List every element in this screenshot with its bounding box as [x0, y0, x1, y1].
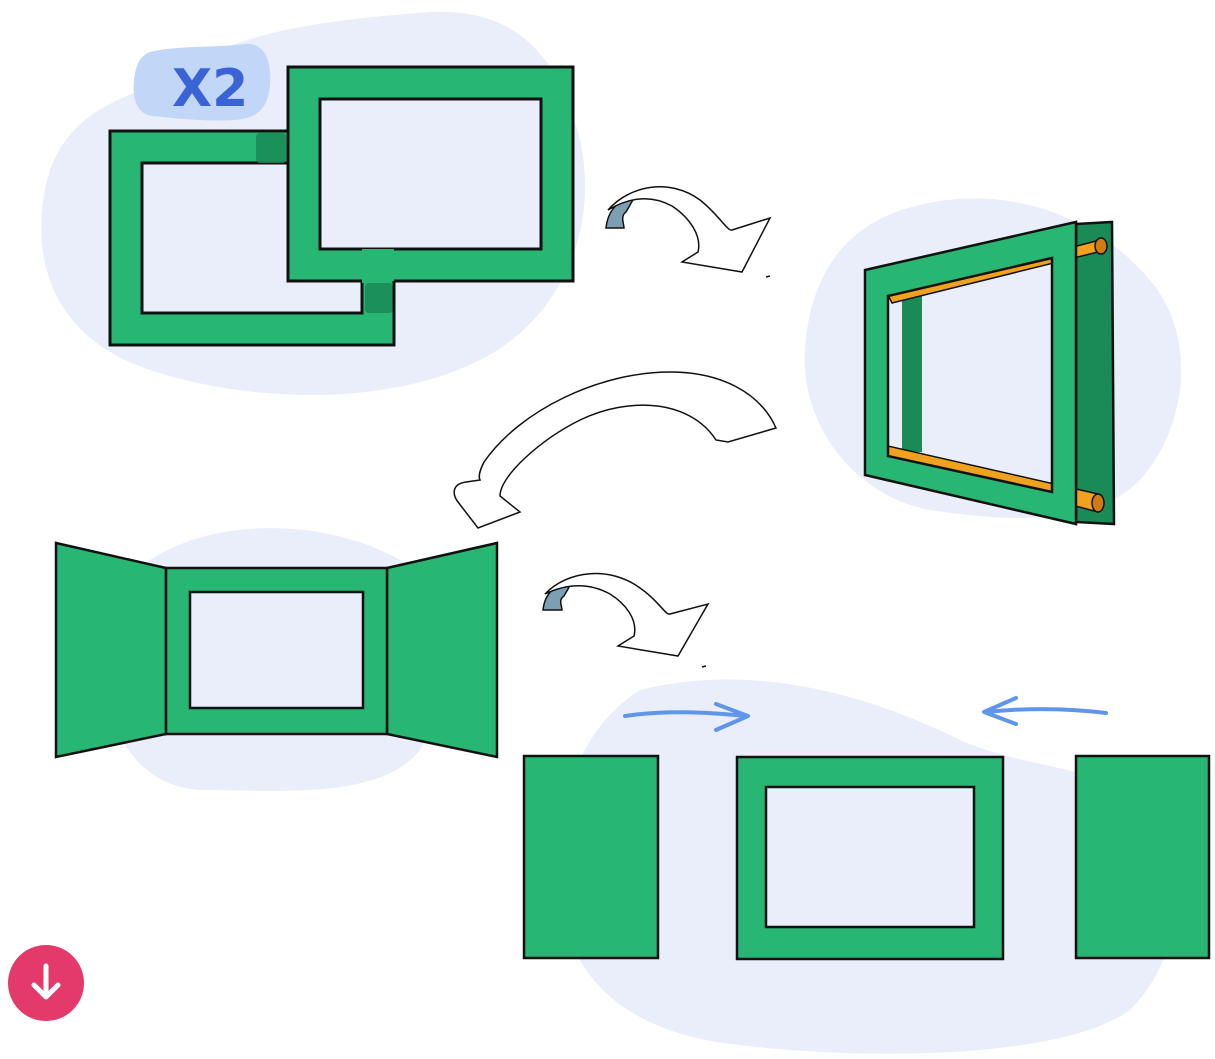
step4-separated-panels [522, 696, 1211, 961]
download-button[interactable] [7, 944, 85, 1022]
tape-overlap-top [256, 133, 286, 163]
badge-background [133, 43, 271, 121]
flap-right [385, 541, 499, 759]
flow-arrow-3 [542, 572, 710, 668]
badge-label: X2 [172, 59, 248, 119]
flap-left [54, 541, 168, 759]
step3-frame-with-flaps [54, 541, 499, 759]
step2-frame-with-dowels [863, 220, 1116, 526]
panel-left [522, 754, 660, 960]
step1-frame-pair: X2 [108, 43, 575, 347]
flow-arrow-1 [605, 186, 772, 278]
center-window [188, 590, 365, 710]
straight-arrow-icon [984, 707, 1108, 715]
inner-depth-left [902, 292, 922, 452]
tape-icon [542, 581, 574, 611]
flow-arrow-2 [453, 371, 778, 529]
arrow-down-icon [8, 945, 84, 1021]
panel-right [1074, 754, 1211, 960]
curved-arrow-icon [607, 186, 772, 273]
motion-arrow-right [623, 702, 750, 732]
curved-arrow-icon [544, 572, 710, 657]
frame-back-right-edge [362, 249, 394, 283]
tape-overlap-bottom [365, 283, 393, 313]
panel-center-window [764, 785, 976, 929]
frame-front [286, 65, 575, 283]
tape-icon [605, 197, 636, 229]
straight-arrow-icon [623, 710, 748, 718]
back-frame-edge [1074, 220, 1116, 526]
motion-arrow-left [982, 696, 1108, 726]
curved-arrow-icon [453, 371, 778, 529]
